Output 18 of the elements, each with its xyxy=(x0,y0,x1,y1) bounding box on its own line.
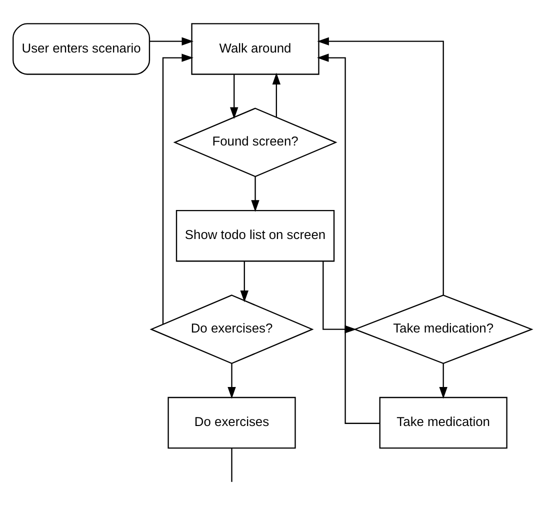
arrow xyxy=(439,363,448,398)
node-diamond: Take medication? xyxy=(353,294,534,364)
node-box: Do exercises xyxy=(168,396,296,448)
node-box: Take medication xyxy=(379,396,508,448)
arrow xyxy=(240,260,248,302)
arrow xyxy=(317,36,444,295)
node-box: User enters scenario xyxy=(12,22,150,74)
arrow xyxy=(272,72,281,116)
arrow xyxy=(316,53,380,424)
arrow xyxy=(230,74,238,119)
arrow xyxy=(162,53,194,324)
connector xyxy=(231,448,232,482)
node-box: Walk around xyxy=(191,22,320,74)
node-diamond: Do exercises? xyxy=(150,294,314,364)
arrow xyxy=(251,176,260,212)
arrow xyxy=(150,36,194,45)
node-box: Show todo list on screen xyxy=(176,210,335,262)
arrow xyxy=(228,363,236,398)
